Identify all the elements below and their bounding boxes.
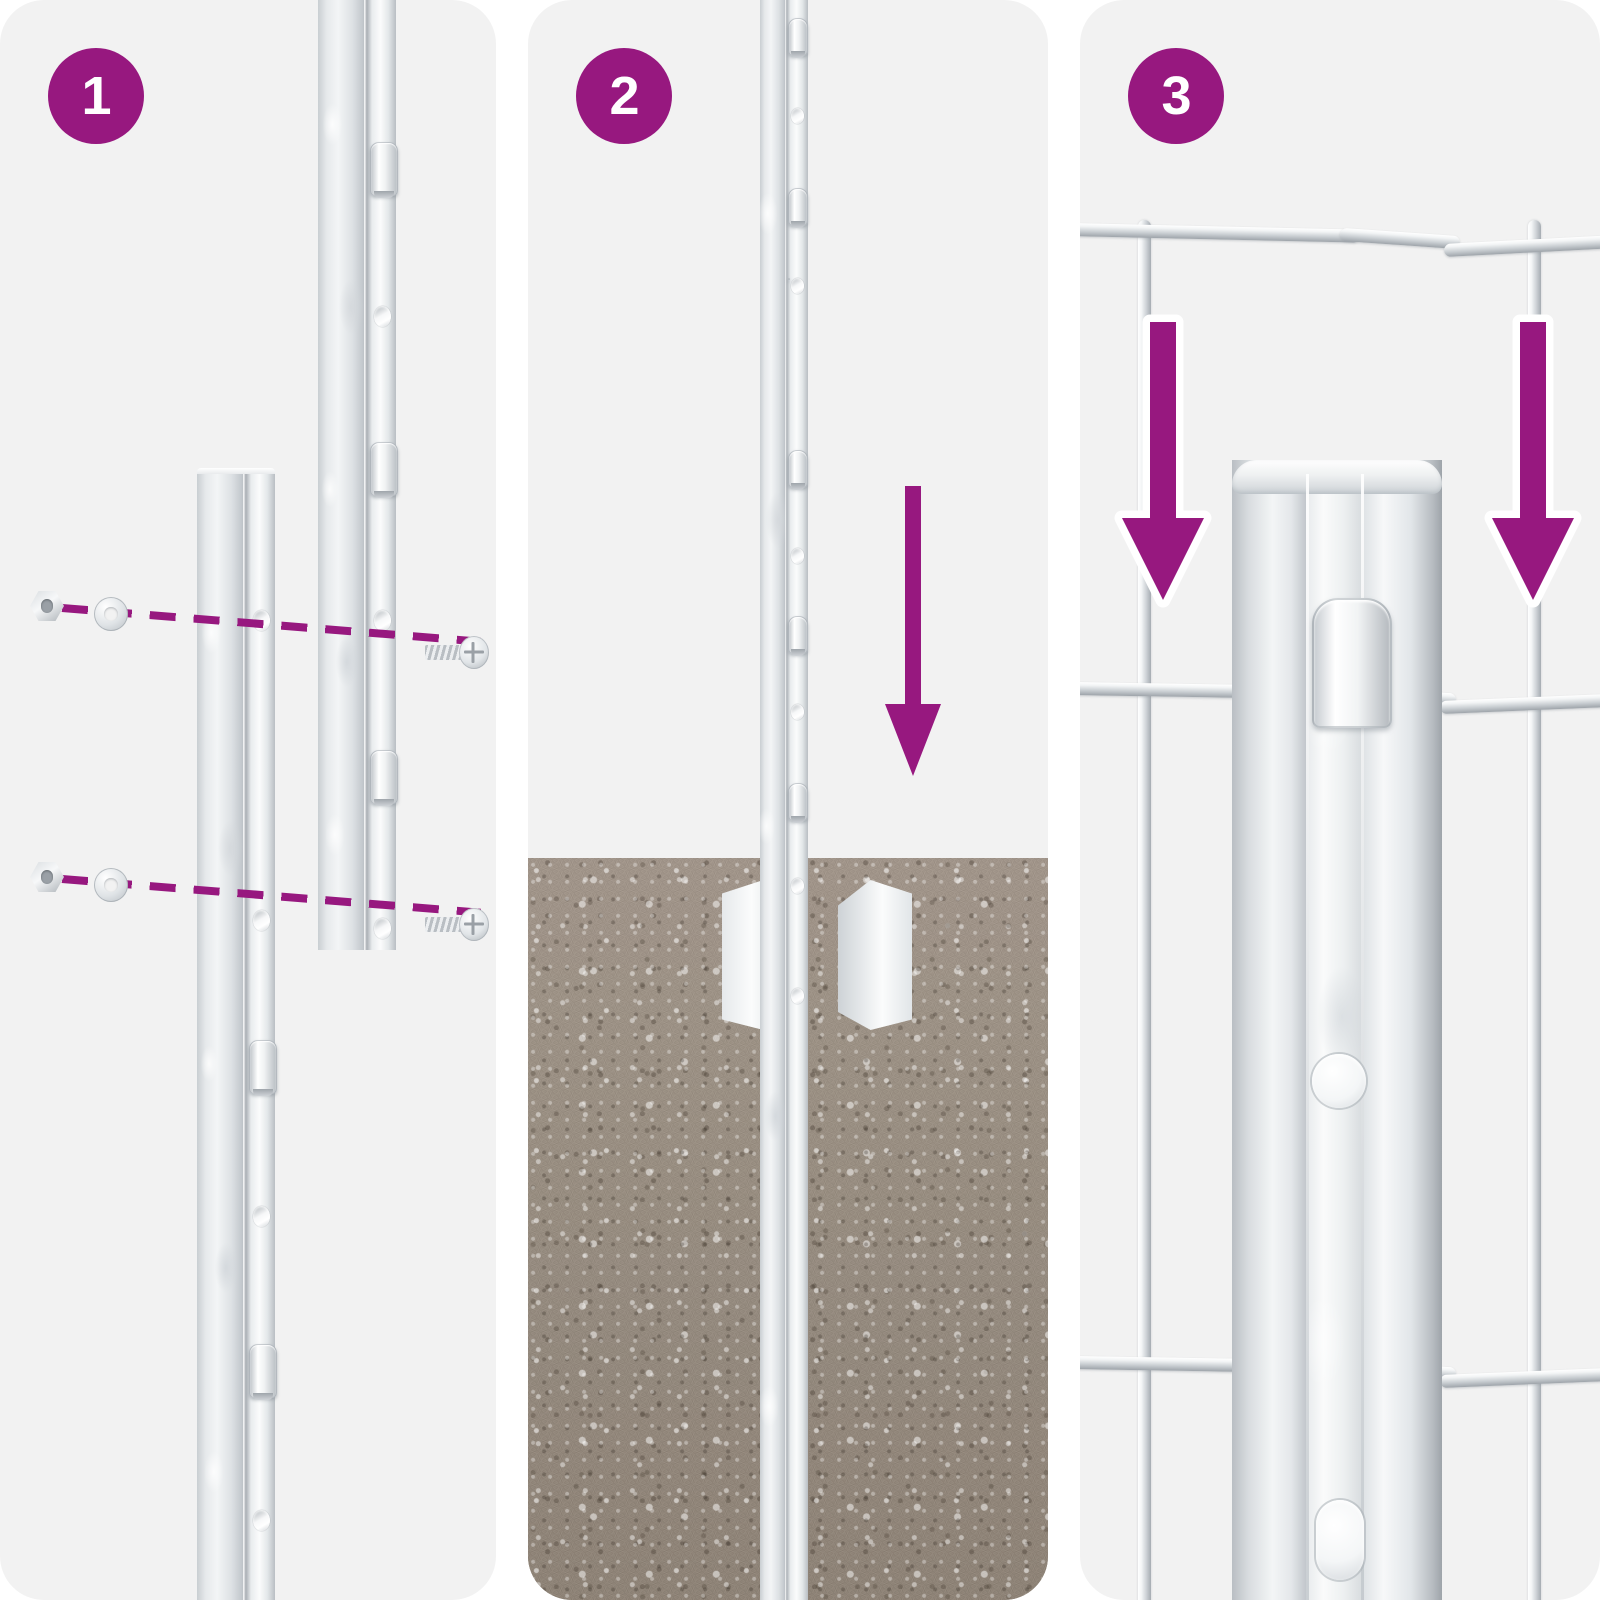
galvanised-t-post-left (197, 468, 277, 1600)
step-3-badge: 3 (1128, 48, 1224, 144)
wire-segment (1443, 231, 1600, 258)
post-mounting-hole (1316, 1500, 1364, 1580)
step-1-badge: 1 (48, 48, 144, 144)
flat-washer (94, 868, 128, 902)
wire-segment (1439, 690, 1600, 715)
wire-segment (1080, 222, 1361, 243)
post-hole (791, 108, 804, 124)
downward-mesh-arrow-left (1114, 314, 1212, 608)
wire-segment (1439, 1364, 1600, 1389)
mesh-horizontal-wire (1080, 222, 1600, 258)
post-hole (253, 910, 270, 931)
ground-anchor-plate (722, 880, 912, 1030)
wire-retainer-clip (249, 1040, 277, 1096)
post-hole (791, 278, 804, 294)
post-top-cap (1232, 460, 1442, 494)
bolt-shank (425, 645, 465, 660)
post-hole (791, 988, 804, 1004)
wire-retainer-clip (788, 188, 808, 228)
galvanised-fence-post (1232, 460, 1442, 1600)
post-hole (374, 610, 391, 631)
post-flange (318, 0, 366, 950)
post-top-cap (197, 468, 275, 478)
post-body-left (1232, 460, 1306, 1600)
wire-retainer-clip (788, 616, 808, 656)
step-panel-1[interactable]: 1 (0, 0, 496, 1600)
anchor-wing-right (838, 880, 912, 1030)
hex-nut (30, 862, 64, 892)
wire-retainer-clip (370, 442, 398, 498)
galvanised-t-post (760, 0, 808, 1600)
post-edge-highlight (364, 0, 367, 950)
post-hole (791, 878, 804, 894)
galvanised-t-post-right (318, 0, 398, 950)
post-seam-right (1361, 474, 1364, 1600)
step-panel-2[interactable]: 2 (528, 0, 1048, 1600)
post-flange (197, 474, 245, 1600)
flat-washer (94, 597, 128, 631)
post-hole (253, 1510, 270, 1531)
wire-retainer-clip (249, 1344, 277, 1400)
post-edge-highlight (243, 474, 246, 1600)
wire-retainer-clip (788, 18, 808, 58)
post-hole (791, 548, 804, 564)
bolt-head (459, 636, 489, 669)
hex-nut (30, 591, 64, 621)
wire-retainer-clip (370, 750, 398, 806)
post-hole (374, 306, 391, 327)
cross-head-bolt (425, 908, 491, 942)
wire-retainer-clip (788, 278, 790, 280)
post-flange (760, 0, 786, 1600)
post-edge-highlight (785, 0, 787, 1600)
wire-retainer-clip (788, 783, 808, 823)
downward-mesh-arrow-right (1484, 314, 1582, 608)
post-hole (374, 918, 391, 939)
bolt-shank (425, 917, 465, 932)
step-2-badge: 2 (576, 48, 672, 144)
post-seam-left (1306, 474, 1309, 1600)
downward-drive-arrow (885, 486, 941, 776)
wire-segment (1339, 227, 1461, 250)
wire-retaining-clip (1312, 598, 1392, 728)
post-face (245, 474, 275, 1600)
post-mounting-hole (1312, 1054, 1366, 1108)
wire-retainer-clip (370, 142, 398, 198)
step-panel-3[interactable]: 3 (1080, 0, 1600, 1600)
bolt-head (459, 908, 489, 941)
post-hole (253, 1206, 270, 1227)
cross-head-bolt (425, 636, 491, 670)
wire-retainer-clip (788, 450, 808, 490)
post-hole (791, 704, 804, 720)
